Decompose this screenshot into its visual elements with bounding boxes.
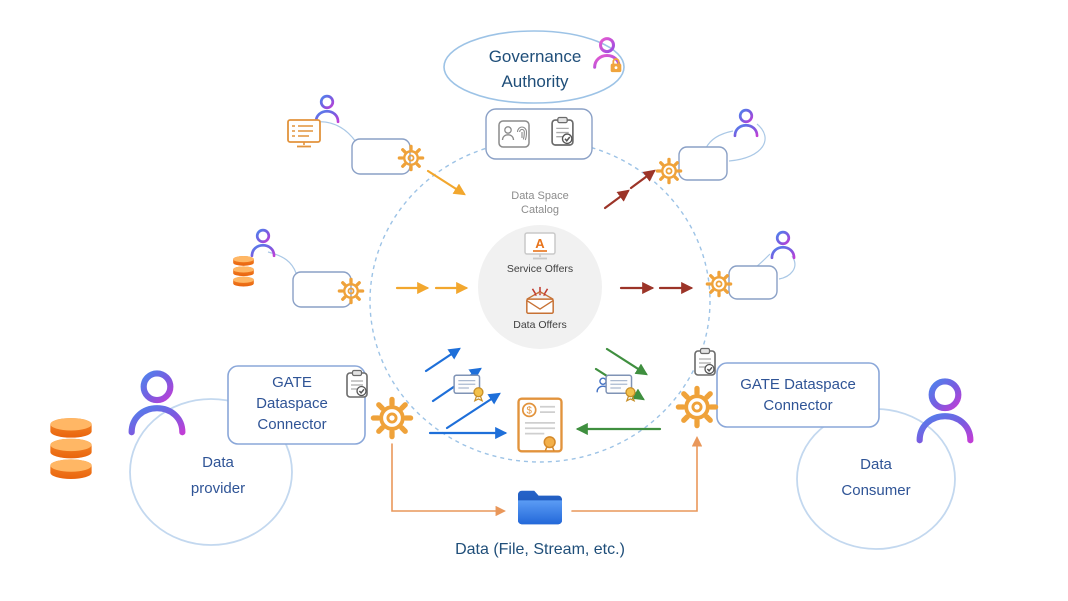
data-flow-line-left — [391, 443, 506, 517]
curve-participant2 — [267, 251, 297, 274]
arrow-blue-diagonal-1 — [424, 347, 461, 373]
curve-participant4b — [778, 255, 796, 280]
participant3-gear-icon — [655, 157, 683, 185]
participant1-monitor-icon — [287, 119, 321, 148]
gate-connector-right-box — [716, 362, 880, 428]
left-certificate-icon — [453, 374, 484, 402]
participant3-box — [678, 146, 728, 181]
participant1-gear-icon — [397, 144, 425, 172]
participant1-person-icon — [314, 94, 340, 124]
arrow-green-diagonal-1 — [605, 347, 648, 376]
right-connector-clipboard-check-icon — [694, 347, 716, 376]
participant4-person-icon — [770, 230, 796, 260]
curve-participant4 — [755, 253, 771, 268]
arrow-red-diagonal-2 — [629, 169, 656, 190]
gate-connector-left-box — [227, 365, 366, 445]
participant3-person-icon — [733, 108, 759, 138]
provider-database-icon — [50, 418, 92, 479]
participant4-gear-icon — [705, 270, 733, 298]
credentials-clipboard-check-icon — [551, 116, 574, 146]
participant2-person-icon — [250, 228, 276, 258]
contract-document-icon — [517, 397, 563, 453]
id-card-fingerprint-icon — [498, 120, 530, 148]
service-offers-monitor-icon — [524, 232, 556, 260]
arrow-blue-diagonal-3 — [445, 392, 501, 430]
left-connector-clipboard-check-icon — [346, 369, 368, 398]
right-certificate-icon — [605, 374, 636, 402]
participant2-box — [292, 271, 352, 308]
participant2-database-icon — [233, 256, 254, 287]
left-connector-gear-icon — [373, 399, 410, 436]
right-connector-gear-icon — [678, 388, 715, 425]
governance-ellipse — [443, 30, 625, 104]
arrow-orange-diagonal — [426, 169, 466, 196]
curve-participant3b — [728, 123, 766, 162]
curve-participant3 — [705, 130, 734, 149]
data-flow-line-right — [571, 436, 703, 512]
participant4-box — [728, 265, 778, 300]
consumer-ellipse — [796, 408, 956, 550]
arrow-red-diagonal-1 — [603, 189, 630, 210]
data-folder-icon — [518, 490, 562, 525]
